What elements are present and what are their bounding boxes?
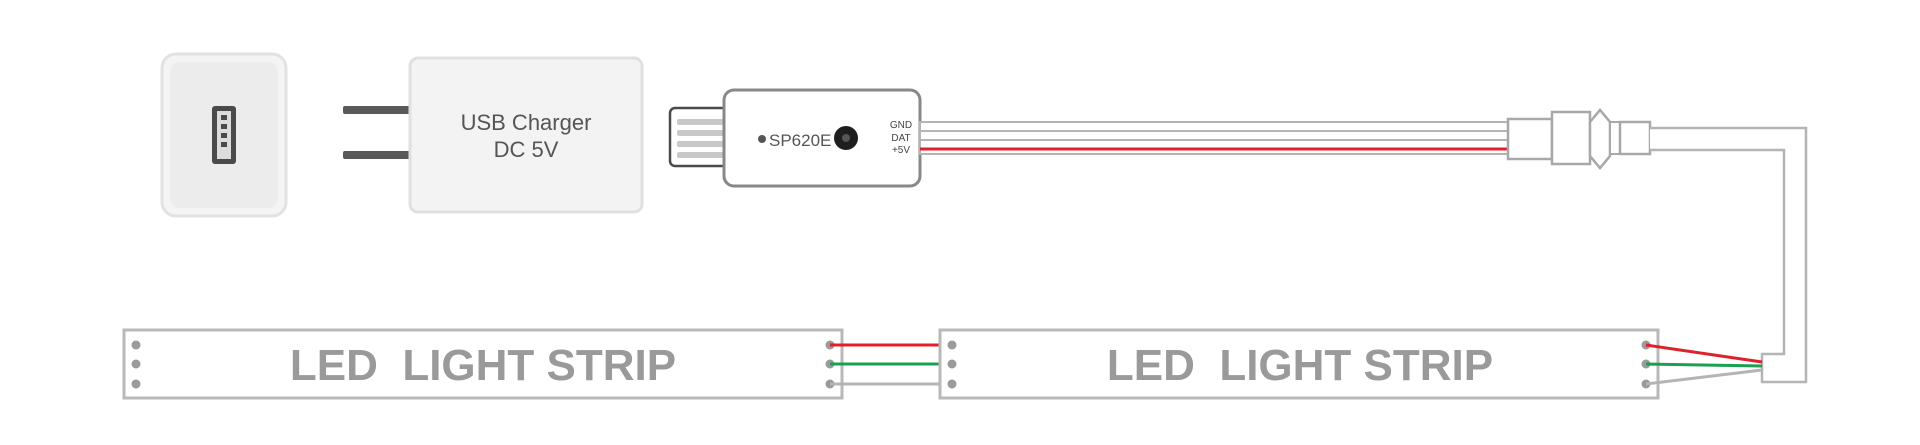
controller-model-label: SP620E bbox=[769, 131, 831, 150]
green-wire-in bbox=[1645, 362, 1763, 368]
indicator-led-icon bbox=[758, 135, 766, 143]
usb-wall-socket bbox=[160, 52, 288, 218]
strip-2-label: LED LIGHT STRIP bbox=[1107, 341, 1493, 390]
jst-connector bbox=[1506, 108, 1652, 170]
controller-cable bbox=[919, 121, 1509, 155]
strip-feed-cable bbox=[1650, 126, 1808, 384]
controller-sp620e: SP620E GND DAT +5V bbox=[722, 88, 922, 188]
usb-charger: USB Charger DC 5V bbox=[343, 56, 644, 214]
usb-port-icon bbox=[212, 106, 236, 164]
inter-strip-wires bbox=[830, 343, 952, 386]
charger-label-line2: DC 5V bbox=[494, 137, 559, 162]
plug-prong-top bbox=[343, 106, 413, 114]
led-strip-1: LED LIGHT STRIP bbox=[122, 328, 844, 400]
charger-label-line1: USB Charger bbox=[461, 110, 592, 135]
gray-wire-in bbox=[1645, 368, 1763, 386]
strip-1-label: LED LIGHT STRIP bbox=[290, 341, 676, 390]
led-strip-2: LED LIGHT STRIP bbox=[938, 328, 1660, 400]
terminal-wires bbox=[1645, 343, 1763, 386]
usb-plug bbox=[668, 106, 732, 168]
plug-prong-bottom bbox=[343, 151, 413, 159]
pin-label-5v: +5V bbox=[892, 145, 910, 156]
red-wire-in bbox=[1645, 343, 1763, 364]
pin-label-gnd: GND bbox=[890, 120, 912, 131]
pin-label-dat: DAT bbox=[891, 133, 910, 144]
